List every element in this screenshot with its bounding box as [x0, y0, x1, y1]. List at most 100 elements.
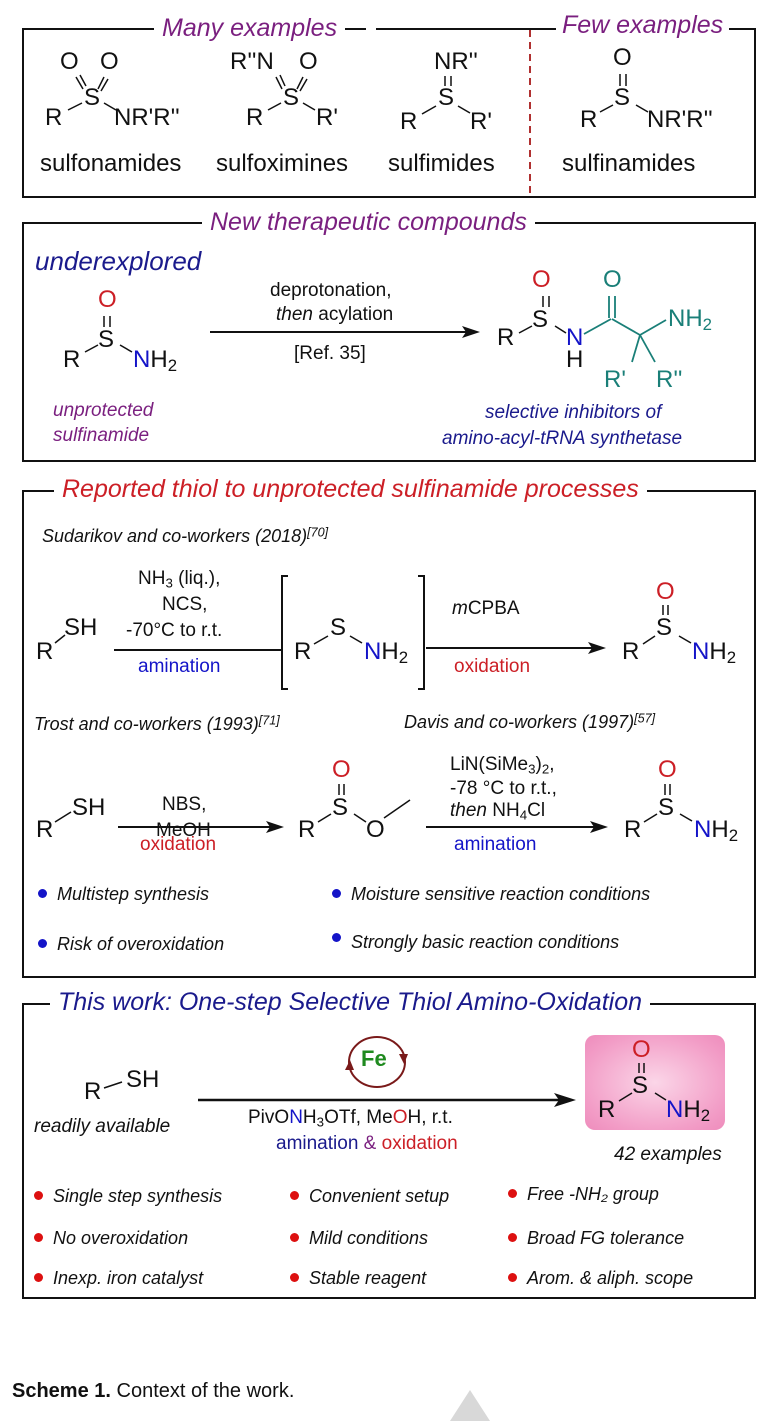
bonds — [313, 635, 363, 645]
cond-temp: -70°C to r.t. — [126, 620, 223, 641]
atom-o: O — [98, 286, 117, 313]
advantage-item: Arom. & aliph. scope — [508, 1268, 693, 1289]
drawback-text: Moisture sensitive reaction conditions — [351, 884, 651, 904]
label-selective-inhibitors: selective inhibitors of — [485, 402, 662, 423]
advantage-item: Inexp. iron catalyst — [34, 1268, 203, 1289]
reaction-arrow — [210, 326, 480, 338]
advantage-item: Convenient setup — [290, 1186, 449, 1207]
atom-r: R — [580, 106, 598, 133]
bonds — [67, 74, 117, 111]
panel-many-few-examples — [22, 28, 756, 198]
atom-h: H — [566, 346, 584, 373]
atom-r-prime: R' — [316, 104, 338, 131]
product-highlight — [585, 1035, 725, 1130]
subscript: 2 — [398, 648, 409, 668]
atom-h: H — [709, 638, 727, 665]
subscript: 2 — [726, 648, 737, 668]
drawback-item: Moisture sensitive reaction conditions — [332, 884, 650, 905]
atom-s: S — [283, 84, 300, 111]
atom-h: H — [711, 816, 729, 843]
atom-o: O — [332, 756, 351, 783]
drawback-text: Risk of overoxidation — [57, 934, 225, 954]
caption-label: Scheme 1. — [12, 1380, 111, 1402]
bullet-icon — [34, 1272, 43, 1282]
label-42-examples: 42 examples — [614, 1144, 722, 1165]
bullet-icon — [290, 1272, 299, 1282]
then-word: then — [276, 304, 313, 325]
atom-s: S — [98, 326, 115, 353]
cond-nh4cl: then NH4Cl — [450, 800, 545, 822]
bond — [54, 811, 72, 823]
bullet-icon — [34, 1232, 43, 1242]
figure-caption: Scheme 1. Context of the work. — [12, 1380, 294, 1403]
atom-s: S — [656, 614, 673, 641]
cond-nbs: NBS, — [162, 794, 207, 815]
title-this-work: This work: One-step Selective Thiol Amin… — [50, 988, 651, 1017]
cond-ncs: NCS, — [162, 594, 208, 615]
advantage-item: Stable reagent — [290, 1268, 426, 1289]
atom-nh2: NH2 — [668, 305, 712, 333]
subscript: 2 — [702, 315, 713, 335]
reaction-arrow — [198, 1093, 576, 1107]
advantage-text: Free -NH₂ group — [527, 1184, 659, 1204]
bonds — [267, 74, 316, 111]
bullet-icon — [508, 1272, 517, 1282]
paren: ) — [535, 754, 542, 775]
bonds — [518, 296, 667, 363]
ref-text: Sudarikov and co-workers (2018) — [42, 526, 308, 546]
subscript: 3 — [528, 761, 536, 777]
atom-r-prime: R' — [470, 108, 492, 135]
drawback-item: Multistep synthesis — [38, 884, 209, 905]
title-gap — [366, 22, 376, 32]
subscript: 3 — [165, 575, 173, 591]
label-readily-available: readily available — [34, 1116, 171, 1137]
bullet-icon — [508, 1232, 517, 1242]
atom-r: R — [622, 638, 640, 665]
cpba: CPBA — [467, 598, 520, 619]
n-highlight: N — [289, 1107, 303, 1128]
advantage-text: Inexp. iron catalyst — [53, 1268, 204, 1288]
ref-sudarikov: Sudarikov and co-workers (2018)[70] — [42, 526, 328, 547]
subscript: 2 — [167, 356, 178, 376]
atom-s: S — [332, 794, 349, 821]
title-few-examples: Few examples — [556, 11, 730, 40]
atom-o-methoxy: O — [366, 816, 385, 843]
lin-sime: LiN(SiMe — [450, 754, 529, 775]
o-highlight: O — [392, 1107, 408, 1128]
atom-r: R — [63, 346, 81, 373]
atom-h: H — [683, 1096, 701, 1123]
atom-r: R — [45, 104, 63, 131]
label-amination: amination — [138, 656, 221, 677]
atom-n: N — [364, 638, 382, 665]
compound-name: sulfinamides — [562, 150, 696, 177]
atom-sh: SH — [64, 614, 98, 641]
catalyst-fe: Fe — [361, 1046, 387, 1071]
bullet-icon — [38, 888, 47, 898]
atom-n: NR'R'' — [114, 104, 180, 131]
liq: (liq.), — [172, 568, 221, 589]
nh3: NH — [138, 568, 166, 589]
atom-n: N — [133, 346, 151, 373]
label-amination-oxidation: amination & oxidation — [276, 1133, 458, 1155]
citation: [57] — [634, 711, 656, 726]
cond-temp: -78 °C to r.t., — [450, 778, 557, 799]
cond-mcpba: mCPBA — [452, 598, 520, 620]
atom-h: H — [381, 638, 399, 665]
nh: NH — [486, 800, 520, 821]
watermark-shape — [450, 1390, 490, 1421]
bonds — [643, 784, 693, 823]
title-many-examples: Many examples — [154, 14, 346, 43]
reaction-line — [114, 649, 282, 651]
atom-n: N — [692, 638, 710, 665]
otf-me: OTf, Me — [324, 1107, 393, 1128]
drawback-text: Multistep synthesis — [57, 884, 210, 904]
amination: amination — [276, 1133, 359, 1154]
atom-sh: SH — [72, 794, 106, 821]
bracket-intermediate — [281, 575, 425, 690]
atom-sh: SH — [126, 1066, 160, 1093]
title-therapeutic: New therapeutic compounds — [202, 208, 535, 237]
advantage-text: Stable reagent — [309, 1268, 427, 1288]
atom-s: S — [84, 84, 101, 111]
